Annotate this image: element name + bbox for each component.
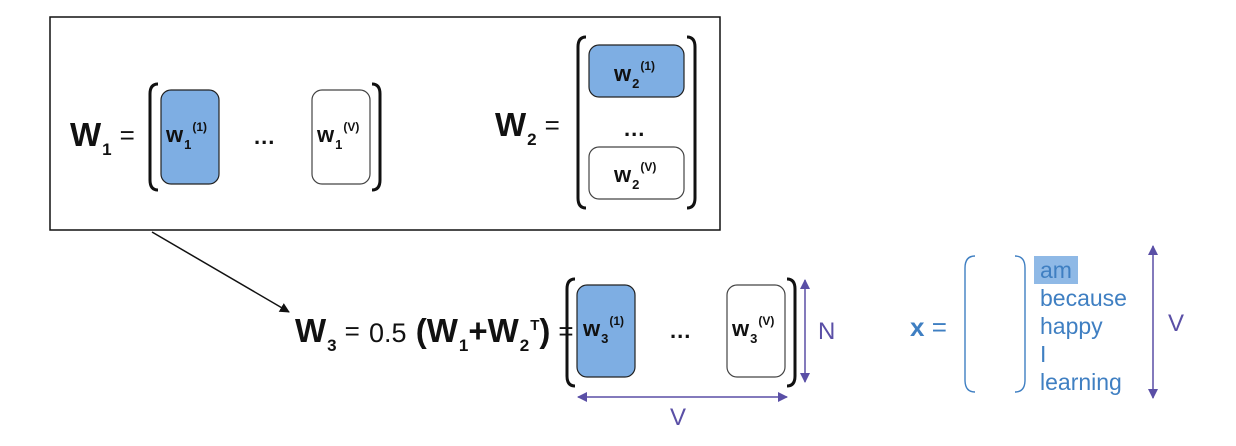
w1-col1-sub: 1 <box>184 137 192 152</box>
w3-term-w1: W <box>426 312 458 349</box>
w2-row1-base: w <box>614 61 632 86</box>
vocab-item-am: am <box>1034 256 1078 284</box>
w3-colv-box <box>726 284 786 378</box>
w3-ellipsis: ... <box>670 318 692 343</box>
w2-right-bracket <box>686 35 697 210</box>
w1-col1-base: w <box>166 122 184 147</box>
w1-colv-box <box>311 89 371 185</box>
frame-to-w3-arrow <box>151 231 290 313</box>
vocab-size-label: V <box>1168 310 1185 337</box>
vocab-list: am because happy I learning <box>1034 256 1127 396</box>
w2-rowv-box <box>588 146 685 200</box>
w3-transpose-sup: T <box>530 317 540 334</box>
vocab-item-learning: learning <box>1040 369 1122 395</box>
w2-rowv-label: w2(V) <box>614 161 656 191</box>
vocab-item-happy: happy <box>1040 313 1103 339</box>
w3-equals: = <box>344 316 360 346</box>
w3-term-w2: W <box>487 312 519 349</box>
w3-colv-sup: (V) <box>758 314 775 328</box>
w3-close-paren: ) <box>539 312 551 349</box>
w3-col1-base: w <box>583 316 601 341</box>
w2-rowv-sub: 2 <box>632 177 640 192</box>
w1-label: W1 = <box>70 116 135 158</box>
w2-row1-sub: 2 <box>632 76 640 91</box>
w3-col1-sup: (1) <box>609 314 625 328</box>
w2-ellipsis: ... <box>624 116 646 141</box>
w1-colv-sub: 1 <box>335 137 343 152</box>
w3-col1-label: w3(1) <box>583 315 624 345</box>
w2-row1-box <box>588 44 685 98</box>
w1-colv-sup: (V) <box>343 120 360 134</box>
w2-symbol: W <box>495 106 527 143</box>
w1-ellipsis: ... <box>254 124 276 149</box>
x-left-bracket <box>964 255 976 393</box>
w2-rowv-sup: (V) <box>640 160 657 174</box>
w3-colv-base: w <box>732 316 750 341</box>
w3-col1-box <box>576 284 636 378</box>
w2-row1-sup: (1) <box>640 59 656 73</box>
w1-left-bracket <box>148 82 159 192</box>
w3-right-bracket <box>786 277 797 388</box>
w2-equals: = <box>544 110 560 140</box>
w3-term-w1-sub: 1 <box>458 336 469 355</box>
w1-symbol: W <box>70 116 102 153</box>
w3-colv-label: w3(V) <box>732 315 774 345</box>
w3-formula: W3= 0.5 (W1+W2T)= <box>295 312 574 354</box>
w1-col1-sup: (1) <box>192 120 208 134</box>
w1-right-bracket <box>371 82 382 192</box>
v-dimension-label: V <box>670 404 687 431</box>
w3-symbol: W <box>295 312 327 349</box>
w3-coefficient: 0.5 <box>368 318 407 348</box>
w1-colv-base: w <box>317 122 335 147</box>
w1-equals: = <box>119 120 135 150</box>
w2-rowv-base: w <box>614 162 632 187</box>
w2-left-bracket <box>576 35 587 210</box>
w2-row1-label: w2(1) <box>614 60 655 90</box>
w3-open-paren: ( <box>415 312 427 349</box>
w2-label: W2 = <box>495 106 560 148</box>
vocab-item-i: I <box>1040 341 1047 367</box>
w2-subscript: 2 <box>527 130 537 149</box>
embedding-frame <box>49 16 721 231</box>
w3-col1-sub: 3 <box>601 331 609 346</box>
w1-subscript: 1 <box>102 140 112 159</box>
x-equals: = <box>931 312 947 342</box>
w1-colv-label: w1(V) <box>317 121 359 151</box>
x-symbol: x <box>910 312 925 342</box>
w3-left-bracket <box>565 277 576 388</box>
w3-plus: + <box>468 312 488 349</box>
w3-colv-sub: 3 <box>750 331 758 346</box>
w1-col1-label: w1(1) <box>166 121 207 151</box>
w3-equals-2: = <box>558 316 574 346</box>
x-label: x = <box>910 312 947 343</box>
w1-col1-box <box>160 89 220 185</box>
n-dimension-label: N <box>818 318 836 345</box>
w3-subscript: 3 <box>327 336 337 355</box>
w3-term-w2-sub: 2 <box>519 336 530 355</box>
vocab-item-because: because <box>1040 285 1127 311</box>
x-right-bracket <box>1014 255 1026 393</box>
